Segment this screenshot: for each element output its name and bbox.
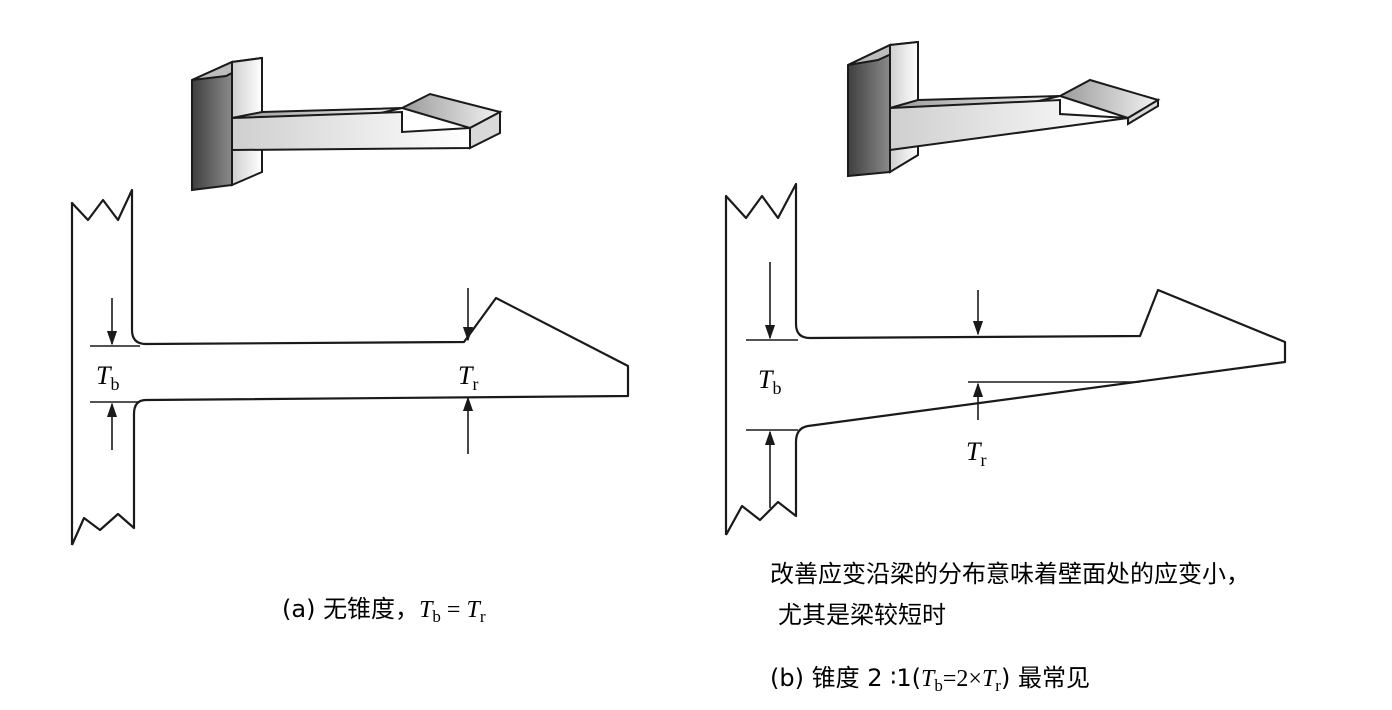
panel-a-tr-label: Tr [458, 361, 478, 394]
panel-b-tb-label: Tb [758, 365, 781, 398]
panel-a-tb-label: Tb [96, 361, 119, 394]
panel-a-caption: (a) 无锥度，Tb = Tr [282, 595, 486, 626]
panel-b-caption: (b) 锥度 2 ∶1(Tb=2×Tr) 最常见 [770, 664, 1090, 695]
panel-b-note-line-2: 尤其是梁较短时 [778, 601, 946, 629]
panel-b-note-line-1: 改善应变沿梁的分布意味着壁面处的应变小， [770, 560, 1250, 588]
panel-b-wall-outline [724, 182, 1287, 536]
panel-a-section [70, 188, 630, 546]
panel-a-3d-part [191, 56, 503, 192]
panel-a-wall-outline [70, 188, 630, 546]
panel-b-section [724, 182, 1287, 536]
panel-b-tr-label: Tr [966, 437, 986, 470]
panel-b-3d-part [847, 40, 1161, 178]
